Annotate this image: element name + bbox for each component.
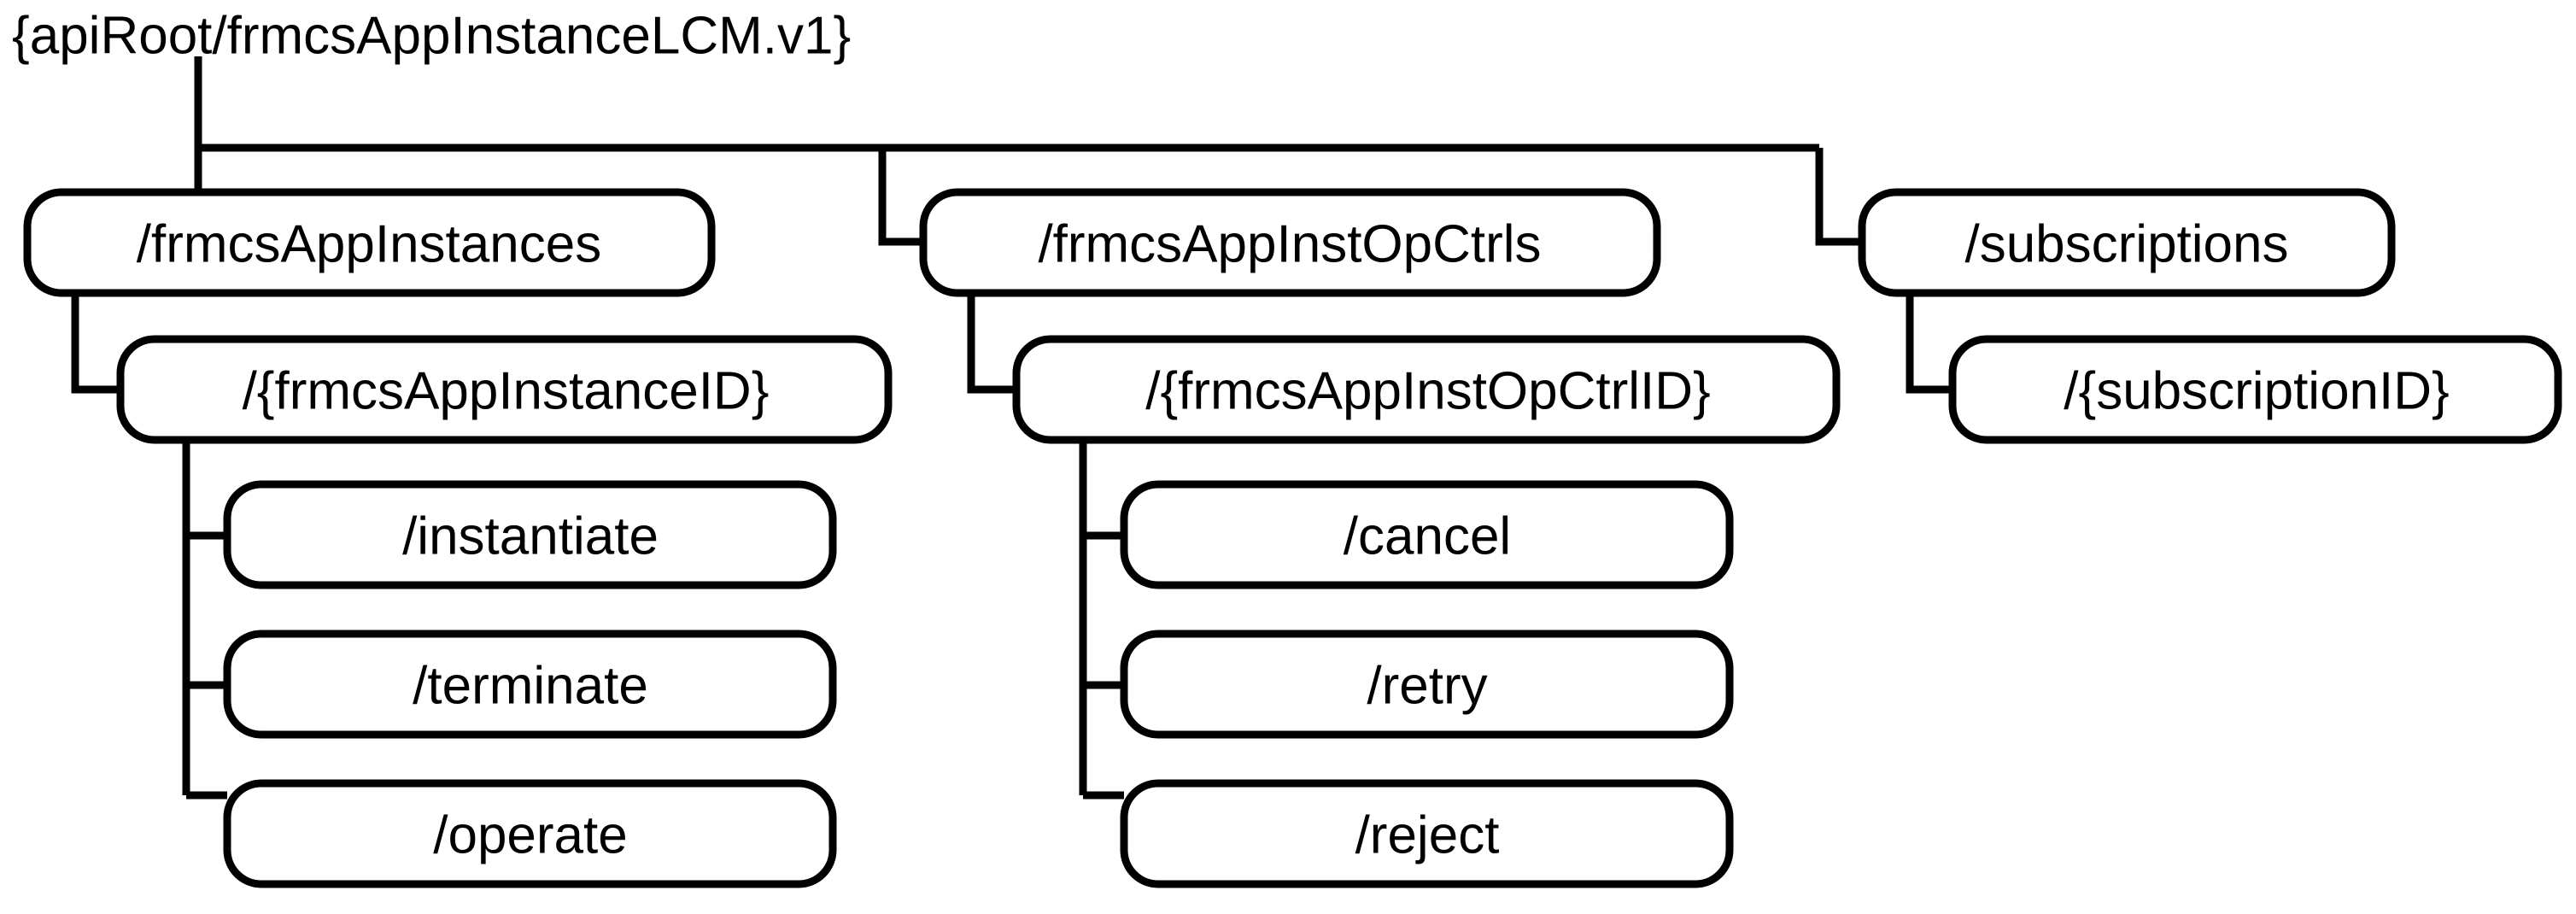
node-instantiate-box — [223, 480, 837, 589]
node-frmcsappinstances-box — [23, 188, 716, 297]
connector-to-subscriptionid — [1906, 293, 1952, 394]
node-frmcsappinstopctrlid[interactable]: /{frmcsAppInstOpCtrlID} — [1012, 335, 1841, 444]
connector-to-frmcsappinstopctrlid — [967, 293, 1016, 394]
node-frmcsappinstances-label: /frmcsAppInstances — [137, 215, 601, 274]
node-cancel-box — [1120, 480, 1734, 589]
node-cancel[interactable]: /cancel — [1120, 480, 1734, 589]
connector-to-frmcsappinstanceid — [71, 293, 120, 394]
node-frmcsappinstopctrls-box — [919, 188, 1661, 297]
node-retry-box — [1120, 630, 1734, 739]
root-label: {apiRoot/frmcsAppInstanceLCM.v1} — [12, 7, 851, 66]
node-retry[interactable]: /retry — [1120, 630, 1734, 739]
node-operate[interactable]: /operate — [223, 779, 837, 888]
node-reject[interactable]: /reject — [1120, 779, 1734, 888]
node-frmcsappinstanceid[interactable]: /{frmcsAppInstanceID} — [116, 335, 893, 444]
node-reject-box — [1120, 779, 1734, 888]
connector-to-frmcsappinstopctrls — [878, 148, 923, 246]
node-frmcsappinstopctrls[interactable]: /frmcsAppInstOpCtrls — [919, 188, 1661, 297]
node-retry-label: /retry — [1367, 657, 1487, 716]
node-subscriptionid-box — [1948, 335, 2562, 444]
node-instantiate[interactable]: /instantiate — [223, 480, 837, 589]
node-subscriptionid[interactable]: /{subscriptionID} — [1948, 335, 2562, 444]
node-frmcsappinstopctrlid-label: /{frmcsAppInstOpCtrlID} — [1145, 362, 1711, 421]
node-operate-label: /operate — [433, 806, 628, 865]
connector-to-subscriptions — [1815, 148, 1862, 246]
node-subscriptions-label: /subscriptions — [1964, 215, 2288, 274]
node-operate-box — [223, 779, 837, 888]
node-frmcsappinstopctrlid-box — [1012, 335, 1841, 444]
node-subscriptions[interactable]: /subscriptions — [1858, 188, 2396, 297]
node-terminate-box — [223, 630, 837, 739]
node-cancel-label: /cancel — [1344, 507, 1511, 566]
node-frmcsappinstanceid-box — [116, 335, 893, 444]
node-frmcsappinstopctrls-label: /frmcsAppInstOpCtrls — [1038, 215, 1541, 274]
node-frmcsappinstances[interactable]: /frmcsAppInstances — [23, 188, 716, 297]
node-subscriptions-box — [1858, 188, 2396, 297]
node-terminate[interactable]: /terminate — [223, 630, 837, 739]
node-frmcsappinstanceid-label: /{frmcsAppInstanceID} — [243, 362, 770, 421]
node-reject-label: /reject — [1355, 806, 1500, 865]
node-instantiate-label: /instantiate — [402, 507, 659, 566]
node-terminate-label: /terminate — [413, 657, 648, 716]
node-subscriptionid-label: /{subscriptionID} — [2064, 362, 2449, 421]
